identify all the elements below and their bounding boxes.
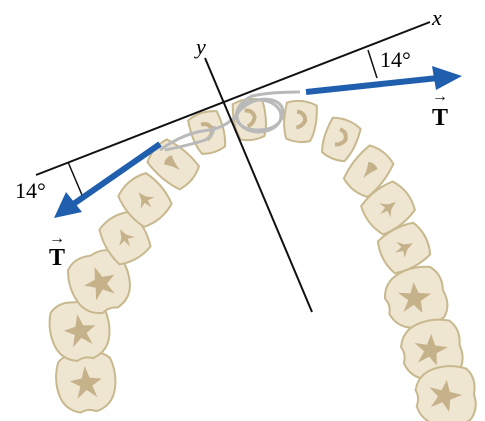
orthodontic-bracket [159, 90, 301, 152]
tooth-right-incisor-central [280, 98, 320, 145]
vector-label-left: → T [49, 230, 65, 271]
tooth-left-molar-3 [52, 349, 120, 416]
vector-arrow-right: → [432, 88, 448, 105]
tension-arrow-right [305, 66, 462, 95]
vector-t-right: T [432, 105, 448, 131]
vector-label-right: → T [432, 88, 448, 131]
y-axis-label: y [194, 34, 206, 59]
angle-ref-line-right [367, 49, 378, 79]
x-axis-label: x [431, 5, 442, 30]
angle-label-left: 14° [15, 178, 46, 203]
angle-ref-line-left [67, 161, 83, 196]
x-axis-line [35, 21, 431, 176]
tooth-right-incisor-lateral [316, 113, 364, 166]
tension-arrow-left [54, 141, 162, 218]
angle-label-right: 14° [380, 47, 411, 72]
vector-t-left: T [49, 245, 65, 271]
y-axis-line [204, 57, 313, 313]
vector-arrow-left: → [49, 230, 65, 247]
